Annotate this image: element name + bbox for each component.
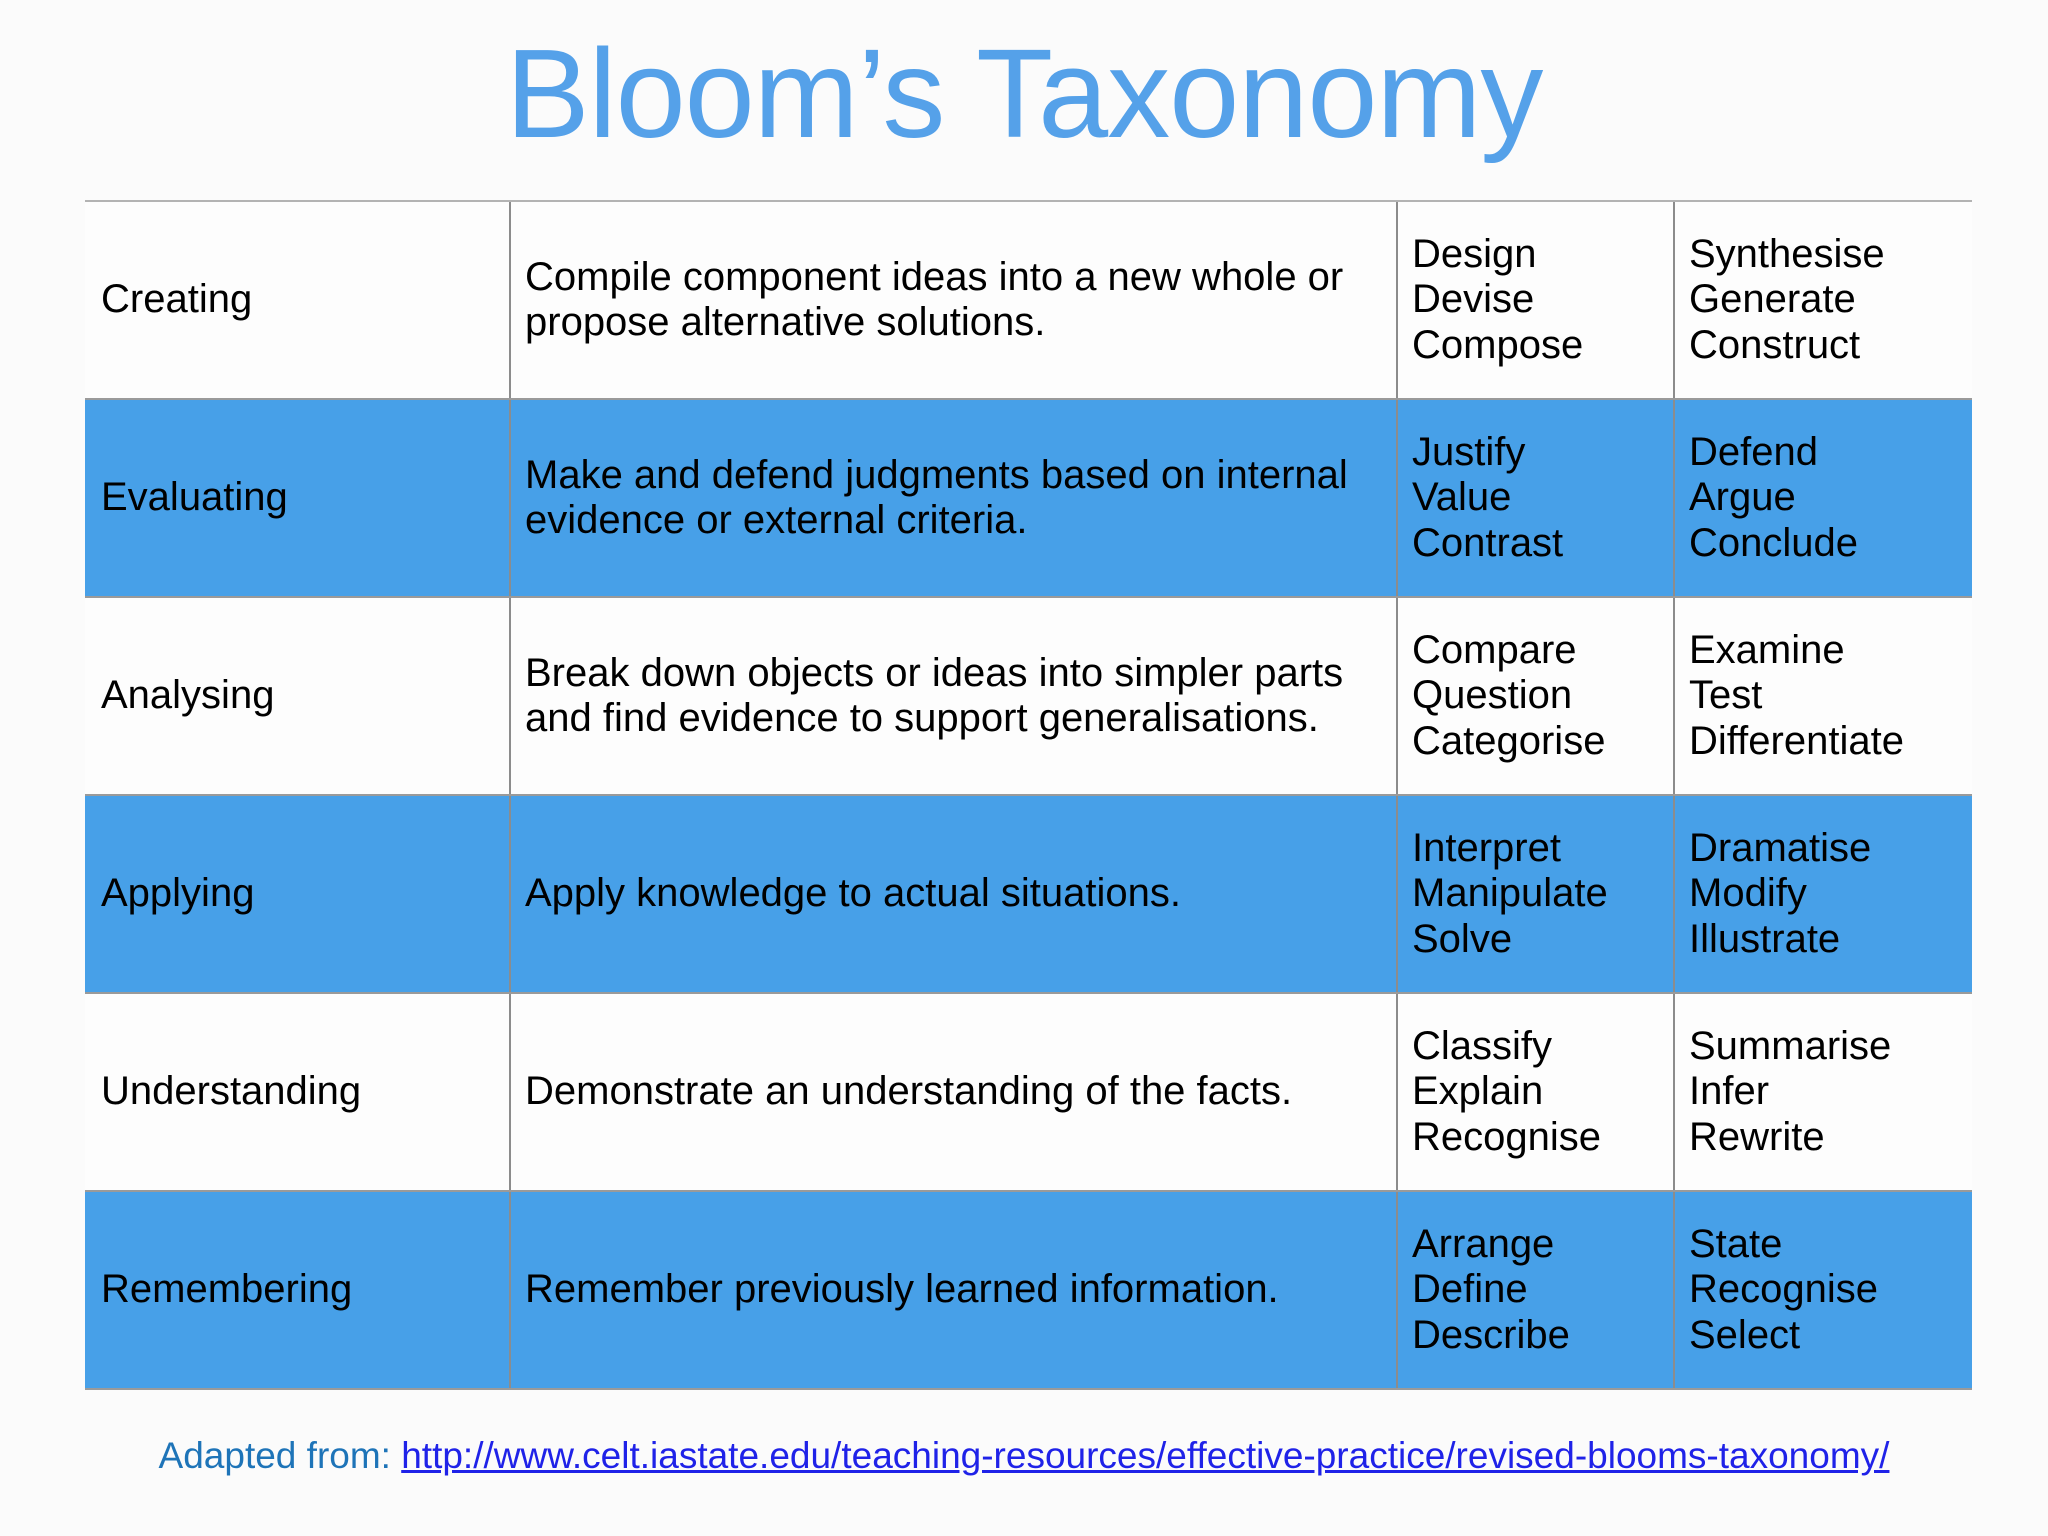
description-cell: Break down objects or ideas into simpler… (511, 598, 1398, 794)
level-cell: Creating (85, 202, 511, 398)
footer-link[interactable]: http://www.celt.iastate.edu/teaching-res… (401, 1435, 1890, 1476)
table-row: Remembering Remember previously learned … (85, 1190, 1972, 1388)
verb-line: Summarise (1689, 1024, 1892, 1069)
level-cell: Analysing (85, 598, 511, 794)
table-row: Understanding Demonstrate an understandi… (85, 992, 1972, 1190)
verb-line: Categorise (1412, 718, 1606, 763)
verb-line: Recognise (1689, 1267, 1879, 1312)
table-row: Applying Apply knowledge to actual situa… (85, 794, 1972, 992)
verb-line: Defend (1689, 430, 1818, 475)
page-title: Bloom’s Taxonomy (505, 23, 1544, 164)
verb-line: Explain (1412, 1069, 1544, 1114)
level-cell: Applying (85, 796, 511, 992)
verb-line: Define (1412, 1267, 1528, 1312)
verb-line: Interpret (1412, 826, 1561, 871)
verb-line: Dramatise (1689, 826, 1872, 871)
verb-line: Argue (1689, 475, 1796, 520)
description-cell: Remember previously learned information. (511, 1192, 1398, 1388)
verb-line: Conclude (1689, 520, 1859, 565)
verb-line: Illustrate (1689, 916, 1841, 961)
verb-line: Justify (1412, 430, 1526, 475)
level-cell: Understanding (85, 994, 511, 1190)
verb-line: Classify (1412, 1024, 1553, 1069)
verb-line: Value (1412, 475, 1512, 520)
description-cell: Compile component ideas into a new whole… (511, 202, 1398, 398)
verb-line: Differentiate (1689, 718, 1904, 763)
verb-line: Infer (1689, 1069, 1770, 1114)
verb-line: Devise (1412, 277, 1535, 322)
footer-prefix-label: Adapted from: (158, 1435, 402, 1476)
description-cell: Make and defend judgments based on inter… (511, 400, 1398, 596)
verb-line: Synthesise (1689, 232, 1885, 277)
verb-line: Examine (1689, 628, 1845, 673)
verb-line: Describe (1412, 1312, 1570, 1357)
verb-line: Manipulate (1412, 871, 1608, 916)
verb-line: Rewrite (1689, 1114, 1825, 1159)
verb-line: Compose (1412, 322, 1584, 367)
level-cell: Evaluating (85, 400, 511, 596)
table-row: Analysing Break down objects or ideas in… (85, 596, 1972, 794)
taxonomy-table: Creating Compile component ideas into a … (85, 200, 1972, 1390)
verb-line: Select (1689, 1312, 1801, 1357)
verb-line: Compare (1412, 628, 1577, 673)
verb-line: Test (1689, 673, 1763, 718)
description-cell: Apply knowledge to actual situations. (511, 796, 1398, 992)
verb-line: Question (1412, 673, 1573, 718)
verb-line: Construct (1689, 322, 1861, 367)
verb-line: Contrast (1412, 520, 1564, 565)
description-cell: Demonstrate an understanding of the fact… (511, 994, 1398, 1190)
verb-line: Design (1412, 232, 1537, 277)
verb-line: Solve (1412, 916, 1513, 961)
verb-line: State (1689, 1222, 1783, 1267)
level-cell: Remembering (85, 1192, 511, 1388)
verb-line: Arrange (1412, 1222, 1555, 1267)
verb-line: Recognise (1412, 1114, 1602, 1159)
verb-line: Generate (1689, 277, 1856, 322)
table-row: Creating Compile component ideas into a … (85, 202, 1972, 398)
verb-line: Modify (1689, 871, 1807, 916)
table-row: Evaluating Make and defend judgments bas… (85, 398, 1972, 596)
footer-citation: Adapted from: http://www.celt.iastate.ed… (0, 1434, 2048, 1478)
